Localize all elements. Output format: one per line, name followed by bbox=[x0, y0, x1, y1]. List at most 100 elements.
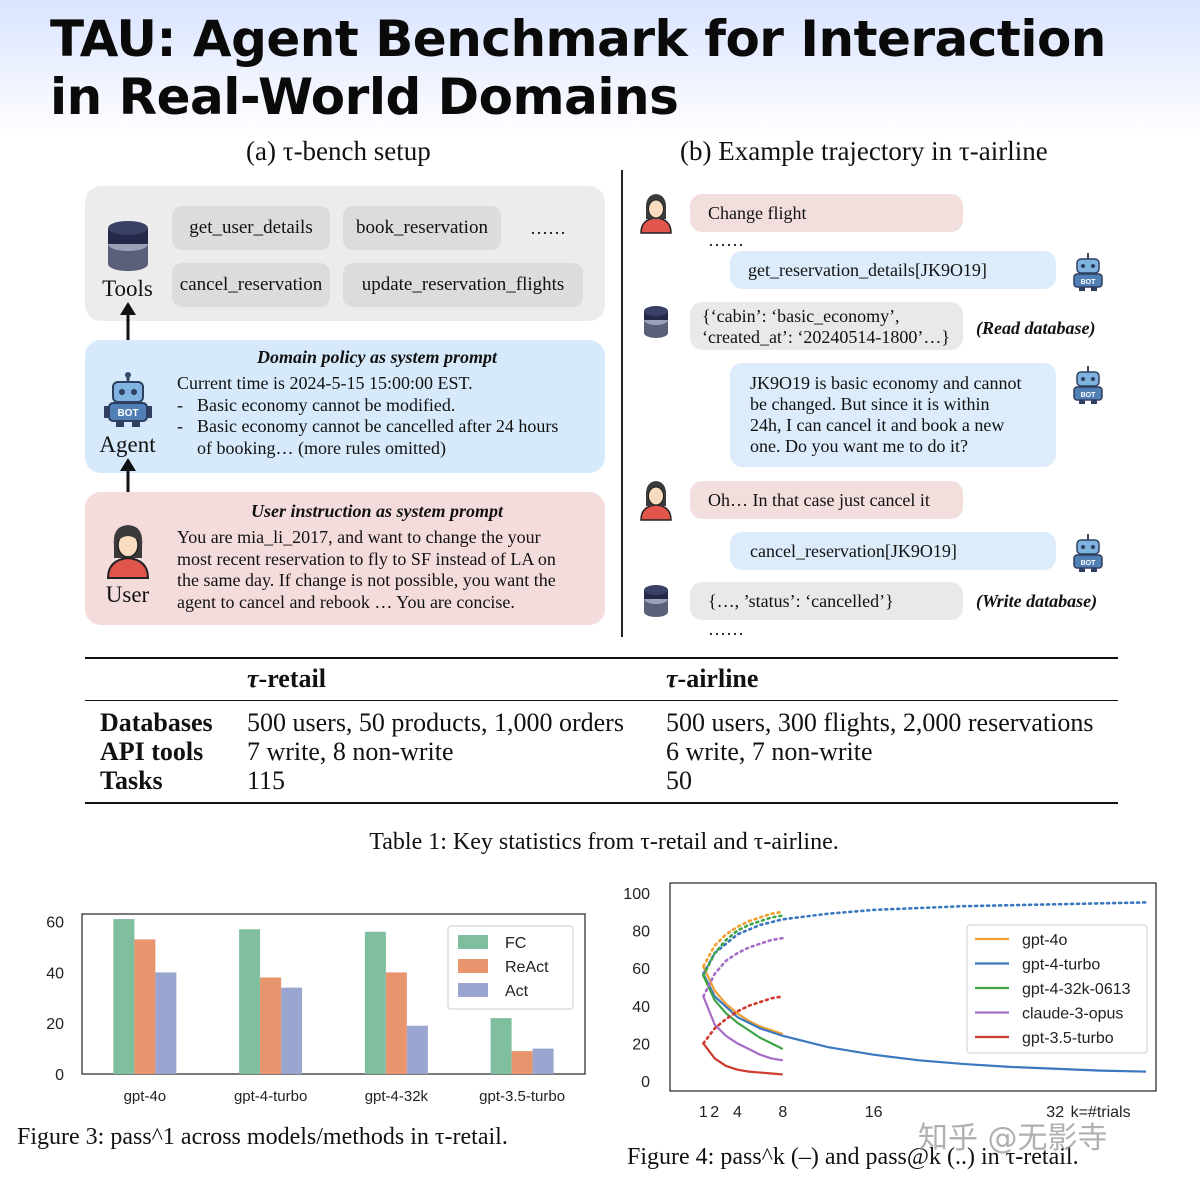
policy-line: of booking… (more rules omitted) bbox=[197, 437, 446, 458]
x-tick-label: gpt-4-turbo bbox=[234, 1088, 307, 1105]
legend-swatch-act bbox=[458, 983, 488, 997]
robot-icon-text: BOT bbox=[117, 408, 138, 419]
user-line: most recent reservation to fly to SF ins… bbox=[177, 548, 556, 569]
watermark: 知乎 @无影寺 bbox=[918, 1121, 1108, 1156]
column-airline: -airline bbox=[677, 664, 759, 693]
tau-symbol: τ bbox=[666, 664, 678, 693]
user-line: You are mia_li_2017, and want to change … bbox=[177, 527, 541, 547]
agent-box bbox=[85, 340, 605, 473]
robot-icon-text: BOT bbox=[1081, 279, 1097, 286]
table-rule-mid bbox=[85, 700, 1118, 701]
table-col-retail: 500 users, 50 products, 1,000 orders 7 w… bbox=[247, 708, 624, 795]
user-label: User bbox=[105, 582, 150, 607]
cell-retail-databases: 500 users, 50 products, 1,000 orders bbox=[247, 708, 624, 737]
database-icon bbox=[644, 306, 668, 338]
fig3-caption: Figure 3: pass^1 across models/methods i… bbox=[17, 1124, 508, 1150]
agent-reply-line: 24h, I can cancel it and book a new bbox=[750, 415, 1005, 435]
user-box bbox=[85, 492, 605, 625]
line-claude-3-opus-solid bbox=[702, 995, 783, 1062]
user-line: agent to cancel and rebook … You are con… bbox=[177, 591, 515, 612]
note-read-database: (Read database) bbox=[976, 318, 1096, 338]
y-tick-label: 80 bbox=[632, 924, 650, 941]
message-agent-tool-call: get_reservation_details[JK9O19] bbox=[730, 251, 1056, 289]
robot-icon-text: BOT bbox=[1081, 560, 1097, 567]
x-tick-label: gpt-3.5-turbo bbox=[479, 1088, 565, 1105]
table-caption: Table 1: Key statistics from τ-retail an… bbox=[369, 829, 839, 855]
row-label-tasks: Tasks bbox=[100, 766, 163, 795]
row-label-api-tools: API tools bbox=[100, 737, 204, 766]
y-tick-label: 0 bbox=[641, 1074, 650, 1091]
agent-label: Agent bbox=[99, 432, 156, 457]
column-retail: -retail bbox=[258, 664, 326, 693]
y-tick-label: 20 bbox=[632, 1036, 650, 1053]
y-tick-label: 60 bbox=[632, 961, 650, 978]
policy-body: Current time is 2024-5-15 15:00:00 EST. … bbox=[177, 373, 597, 459]
trajectory-title: (b) Example trajectory in τ-airline bbox=[680, 136, 1048, 166]
tool-update-reservation-flights: update_reservation_flights bbox=[343, 263, 583, 307]
bar-fc bbox=[113, 919, 135, 1074]
y-tick-label: 60 bbox=[46, 915, 64, 932]
fig4-caption: Figure 4: pass^k (–) and pass@k (..) in … bbox=[627, 1144, 1079, 1170]
tool-cancel-reservation: cancel_reservation bbox=[172, 263, 330, 307]
header-band bbox=[0, 0, 1200, 135]
x-tick-label: 8 bbox=[778, 1104, 787, 1121]
legend-label: gpt-4-turbo bbox=[1022, 957, 1100, 974]
bar-act bbox=[532, 1048, 554, 1074]
robot-icon: BOT bbox=[1073, 366, 1103, 404]
database-icon bbox=[108, 221, 148, 271]
tools-label: Tools bbox=[102, 276, 153, 301]
setup-title: (a) τ-bench setup bbox=[246, 136, 431, 166]
table-header-retail: τ-retail bbox=[247, 664, 326, 694]
legend-label-fc: FC bbox=[505, 935, 526, 952]
y-tick-label: 40 bbox=[46, 965, 64, 982]
x-axis-label: k=#trials bbox=[1071, 1104, 1131, 1121]
message-user-change-flight: Change flight bbox=[690, 194, 963, 232]
y-tick-label: 40 bbox=[632, 999, 650, 1016]
robot-icon: BOT bbox=[1073, 253, 1103, 291]
bar-act bbox=[281, 987, 303, 1074]
policy-line: Current time is 2024-5-15 15:00:00 EST. bbox=[177, 373, 473, 393]
ellipsis: …… bbox=[708, 230, 744, 250]
cell-airline-api-tools: 6 write, 7 non-write bbox=[666, 737, 873, 766]
cell-retail-tasks: 115 bbox=[247, 766, 286, 795]
legend-label: gpt-4o bbox=[1022, 932, 1067, 949]
cell-retail-api-tools: 7 write, 8 non-write bbox=[247, 737, 454, 766]
policy-line: Basic economy cannot be modified. bbox=[197, 394, 456, 415]
table-header-airline: τ-airline bbox=[666, 664, 758, 694]
bar-fc bbox=[490, 1018, 512, 1074]
plot-frame bbox=[81, 913, 586, 1075]
x-tick-label: 1 bbox=[699, 1104, 708, 1121]
robot-icon: BOT bbox=[1073, 534, 1103, 572]
x-tick-label: 4 bbox=[733, 1104, 742, 1121]
bar-react bbox=[134, 939, 156, 1074]
table-col-airline: 500 users, 300 flights, 2,000 reservatio… bbox=[666, 708, 1094, 795]
bar-fc bbox=[364, 931, 386, 1074]
bar-react bbox=[511, 1051, 533, 1074]
x-tick-label: gpt-4o bbox=[124, 1088, 167, 1105]
legend-label-act: Act bbox=[505, 983, 529, 1000]
tools-more: …… bbox=[530, 218, 566, 238]
row-label-databases: Databases bbox=[100, 708, 213, 737]
legend-label: gpt-3.5-turbo bbox=[1022, 1030, 1114, 1047]
tau-symbol: τ bbox=[247, 664, 259, 693]
user-instruction-title: User instruction as system prompt bbox=[250, 501, 504, 521]
robot-icon: BOT bbox=[104, 372, 152, 427]
page-title: TAU: Agent Benchmark for Interaction in … bbox=[50, 10, 1106, 126]
panel-divider bbox=[621, 170, 623, 637]
legend-label: gpt-4-32k-0613 bbox=[1022, 981, 1131, 998]
legend-box bbox=[966, 924, 1148, 1054]
message-agent-reply: JK9O19 is basic economy and cannot be ch… bbox=[730, 363, 1056, 467]
agent-reply-line: one. Do you want me to do it? bbox=[750, 436, 968, 456]
database-icon bbox=[644, 585, 668, 617]
policy-line: Basic economy cannot be cancelled after … bbox=[197, 416, 559, 436]
note-write-database: (Write database) bbox=[976, 591, 1098, 611]
tool-book-reservation: book_reservation bbox=[343, 206, 501, 250]
x-tick-label: 16 bbox=[865, 1104, 883, 1121]
db-read-line: ‘created_at’: ‘20240514-1800’…} bbox=[702, 327, 951, 347]
line-gpt-4o-dotted bbox=[702, 910, 785, 968]
message-agent-cancel-call: cancel_reservation[JK9O19] bbox=[730, 532, 1056, 570]
bar-react bbox=[385, 972, 407, 1074]
bar-act bbox=[155, 972, 177, 1074]
message-db-read: {‘cabin’: ‘basic_economy’, ‘created_at’:… bbox=[690, 302, 963, 350]
legend-swatch-fc bbox=[458, 935, 488, 949]
